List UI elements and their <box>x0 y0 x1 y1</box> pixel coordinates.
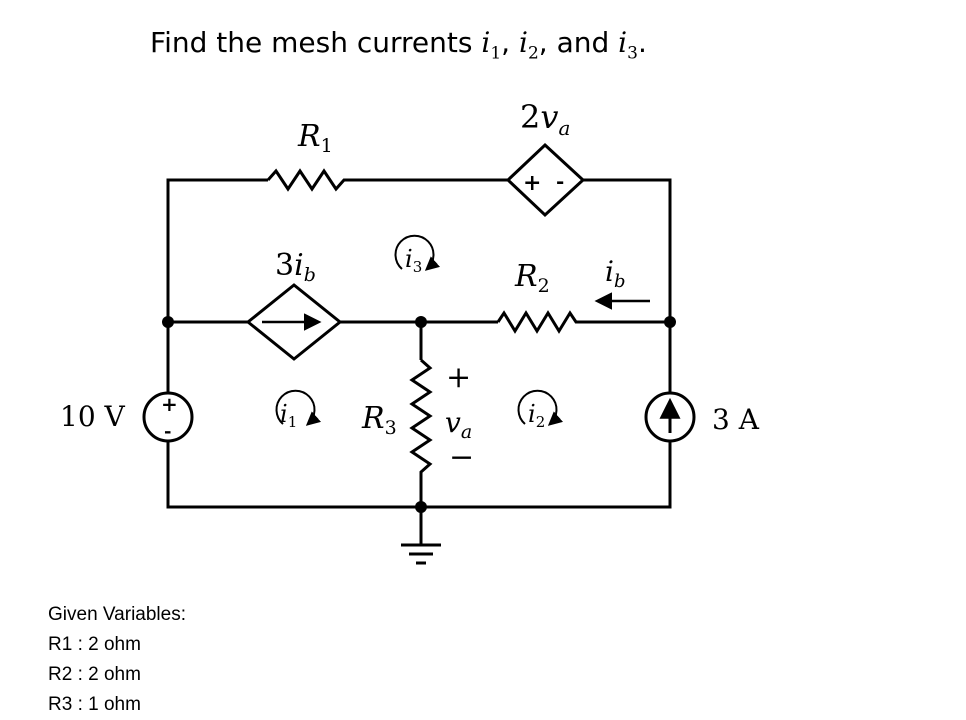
mesh-i1-arrow-icon <box>275 389 322 426</box>
dep-voltage-label: 2va <box>520 98 570 140</box>
given-r1-name: R1 <box>48 634 73 655</box>
vsource-plus: + <box>161 392 178 416</box>
isource-label: 3 A <box>712 403 760 436</box>
problem-text: Find the mesh currents <box>150 26 473 59</box>
ground-icon <box>401 543 441 565</box>
given-r1: R1 : 2 ohm <box>48 630 186 660</box>
problem-statement: Find the mesh currents i1, i2, and i3. <box>150 26 647 64</box>
nodes <box>162 316 676 513</box>
wire-bottom <box>166 441 672 509</box>
dep-current-label: 3ib <box>275 248 316 286</box>
given-r2-name: R2 <box>48 664 73 685</box>
wires <box>166 178 672 545</box>
resistor-r3 <box>409 358 433 480</box>
r2-label: R2 <box>514 259 550 297</box>
vsource-minus: - <box>164 421 171 442</box>
mesh-i3: i3 <box>394 234 441 276</box>
given-r1-sep: : <box>72 634 89 655</box>
sep-1: , <box>501 26 519 59</box>
var-i2-sub: 2 <box>527 43 539 64</box>
wire-top-left <box>166 178 268 393</box>
end-period: . <box>637 26 647 59</box>
given-r3: R3 : 1 ohm <box>48 690 186 720</box>
var-i3-sub: 3 <box>627 43 638 64</box>
var-i1-base: i <box>481 26 491 59</box>
var-i2: i2 <box>518 26 539 64</box>
mesh-i3-label: i3 <box>405 245 422 276</box>
given-r3-sep: : <box>72 694 89 715</box>
r1-label: R1 <box>297 119 333 157</box>
var-i1-sub: 1 <box>490 43 502 64</box>
r3-label: R3 <box>361 401 397 439</box>
var-i1: i1 <box>481 26 501 64</box>
resistor-r1 <box>266 168 350 192</box>
given-r3-name: R3 <box>48 694 73 715</box>
node-left <box>162 316 174 328</box>
sep-2: , and <box>538 26 619 59</box>
mesh-i2-label: i2 <box>528 400 545 431</box>
var-i2-base: i <box>518 26 528 59</box>
va-label: va <box>445 406 472 443</box>
given-r3-value: 1 ohm <box>88 694 141 715</box>
voltage-source-10v <box>142 391 194 443</box>
node-bottom <box>415 501 427 513</box>
dependent-voltage-source <box>505 142 586 218</box>
given-r1-value: 2 ohm <box>88 634 141 655</box>
mesh-i2: i2 <box>517 389 564 431</box>
mesh-i1-label: i1 <box>280 400 297 431</box>
va-minus: − <box>449 440 474 475</box>
var-i3: i3 <box>618 26 638 64</box>
given-r2: R2 : 2 ohm <box>48 660 186 690</box>
node-right <box>664 316 676 328</box>
resistor-r2 <box>496 310 582 334</box>
mesh-i3-arrow-icon <box>394 234 441 271</box>
ib-label: ib <box>605 255 626 292</box>
mesh-i2-arrow-icon <box>517 389 564 426</box>
wire-top-right <box>583 178 672 393</box>
mesh-i1: i1 <box>275 389 322 431</box>
given-title: Given Variables: <box>48 604 186 625</box>
dep-v-minus: - <box>556 169 564 193</box>
dep-v-plus: + <box>523 170 541 196</box>
given-r2-sep: : <box>72 664 89 685</box>
vsource-label: 10 V <box>60 400 126 433</box>
given-variables: Given Variables: R1 : 2 ohm R2 : 2 ohm R… <box>48 600 186 720</box>
node-center <box>415 316 427 328</box>
var-i3-base: i <box>618 26 628 59</box>
given-r2-value: 2 ohm <box>88 664 141 685</box>
va-plus: + <box>446 360 471 395</box>
